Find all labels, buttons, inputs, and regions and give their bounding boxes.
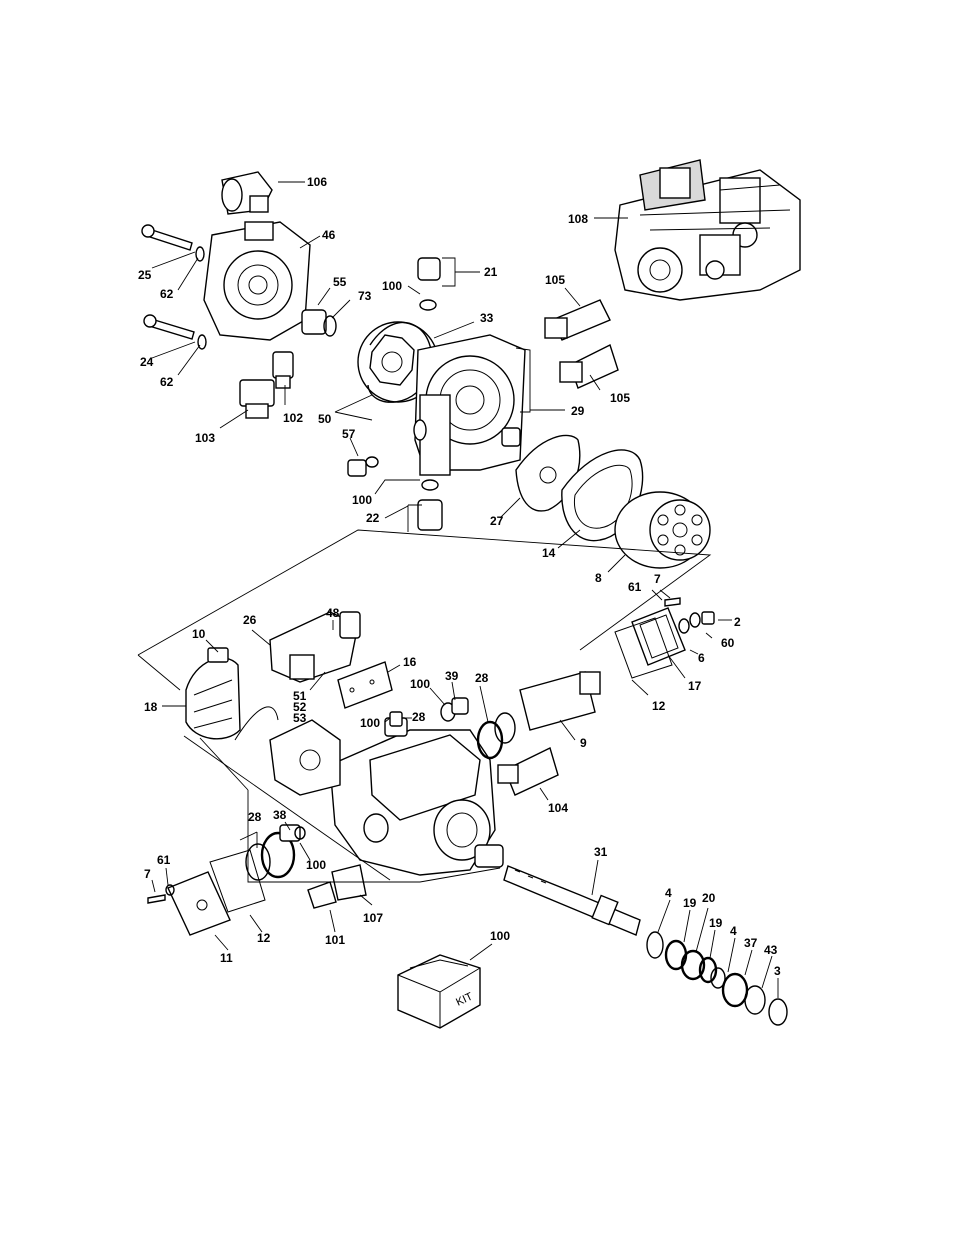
callout-62b: 62	[160, 375, 174, 389]
callout-60: 60	[721, 636, 735, 650]
bolts-upper	[141, 224, 207, 350]
callout-31: 31	[594, 845, 608, 859]
callout-11: 11	[220, 951, 233, 965]
callout-39: 39	[445, 669, 459, 683]
cylinder-block-8	[614, 491, 711, 569]
fittings-103-102	[239, 351, 294, 419]
callout-3: 3	[774, 964, 781, 978]
callout-12b: 12	[257, 931, 271, 945]
callout-27: 27	[490, 514, 504, 528]
callout-50: 50	[318, 412, 332, 426]
callout-16: 16	[403, 655, 417, 669]
main-housing	[234, 706, 496, 876]
relief-valve-21	[417, 257, 441, 311]
callout-25: 25	[138, 268, 152, 282]
callout-18: 18	[144, 700, 158, 714]
callout-7a: 7	[654, 572, 661, 586]
elbow-fitting	[221, 171, 273, 215]
callout-52: 52	[293, 700, 307, 714]
callout-107: 107	[363, 911, 383, 925]
callout-105b: 105	[610, 391, 630, 405]
callout-4b: 4	[730, 924, 737, 938]
callout-103: 103	[195, 431, 215, 445]
callout-55: 55	[333, 275, 347, 289]
callout-101: 101	[325, 933, 345, 947]
callout-51: 51	[293, 689, 307, 703]
callout-48: 48	[326, 606, 340, 620]
callout-29: 29	[571, 404, 585, 418]
callout-37: 37	[744, 936, 758, 950]
cover-17-and-gasket-12	[614, 607, 686, 679]
callout-10: 10	[192, 627, 206, 641]
callout-8: 8	[595, 571, 602, 585]
drive-shaft-31	[474, 844, 641, 936]
callout-106: 106	[307, 175, 327, 189]
callout-43: 43	[764, 943, 778, 957]
callout-46: 46	[322, 228, 336, 242]
callout-61a: 61	[628, 580, 642, 594]
callout-100e: 100	[306, 858, 326, 872]
callout-104: 104	[548, 801, 568, 815]
callout-100a: 100	[382, 279, 402, 293]
assembled-pump-illustration	[614, 159, 801, 301]
bearing-and-seal	[301, 309, 337, 337]
callout-20: 20	[702, 891, 716, 905]
callout-26: 26	[243, 613, 257, 627]
kit-box: KIT	[397, 954, 481, 1029]
valve-22-and-plug-57	[347, 427, 521, 531]
callout-38: 38	[273, 808, 287, 822]
end-cap-housing	[203, 221, 311, 341]
callout-4a: 4	[665, 886, 672, 900]
callout-2: 2	[734, 615, 741, 629]
gasket-16	[337, 661, 393, 709]
fittings-105	[544, 299, 619, 389]
callout-57: 57	[342, 427, 356, 441]
leader-lines	[151, 181, 779, 998]
callout-19b: 19	[709, 916, 723, 930]
callout-62a: 62	[160, 287, 174, 301]
shaft-rings-4-19-20-37-43-3	[646, 931, 788, 1026]
servo-control-48	[269, 611, 361, 683]
callout-22: 22	[366, 511, 380, 525]
callout-14: 14	[542, 546, 556, 560]
gerotor-gear	[357, 321, 439, 403]
callout-100f: 100	[490, 929, 510, 943]
callout-105a: 105	[545, 273, 565, 287]
callout-28b: 28	[412, 710, 426, 724]
callout-6: 6	[698, 651, 705, 665]
callout-102: 102	[283, 411, 303, 425]
callout-7b: 7	[144, 867, 151, 881]
piston-9-and-fitting-104	[476, 671, 601, 796]
callout-9: 9	[580, 736, 587, 750]
rings-28-and-fittings	[245, 697, 469, 909]
callout-24: 24	[140, 355, 154, 369]
callout-100c: 100	[410, 677, 430, 691]
callout-28a: 28	[475, 671, 489, 685]
callout-53: 53	[293, 711, 307, 725]
callout-17: 17	[688, 679, 702, 693]
small-parts-right-60-6-2	[664, 597, 715, 634]
callout-28c: 28	[248, 810, 262, 824]
cover-18	[185, 647, 241, 740]
callout-73: 73	[358, 289, 372, 303]
callout-labels: 106 108 46 25 62 55 73 100 21 105 24 62 …	[138, 175, 781, 978]
callout-12a: 12	[652, 699, 666, 713]
callout-33: 33	[480, 311, 494, 325]
callout-100b: 100	[352, 493, 372, 507]
charge-pump-housing-29	[413, 334, 526, 476]
callout-61b: 61	[157, 853, 171, 867]
callout-100d: 100	[360, 716, 380, 730]
callout-19a: 19	[683, 896, 697, 910]
lower-left-cover-11-gasket-12	[147, 849, 266, 936]
callout-108: 108	[568, 212, 588, 226]
callout-21: 21	[484, 265, 498, 279]
